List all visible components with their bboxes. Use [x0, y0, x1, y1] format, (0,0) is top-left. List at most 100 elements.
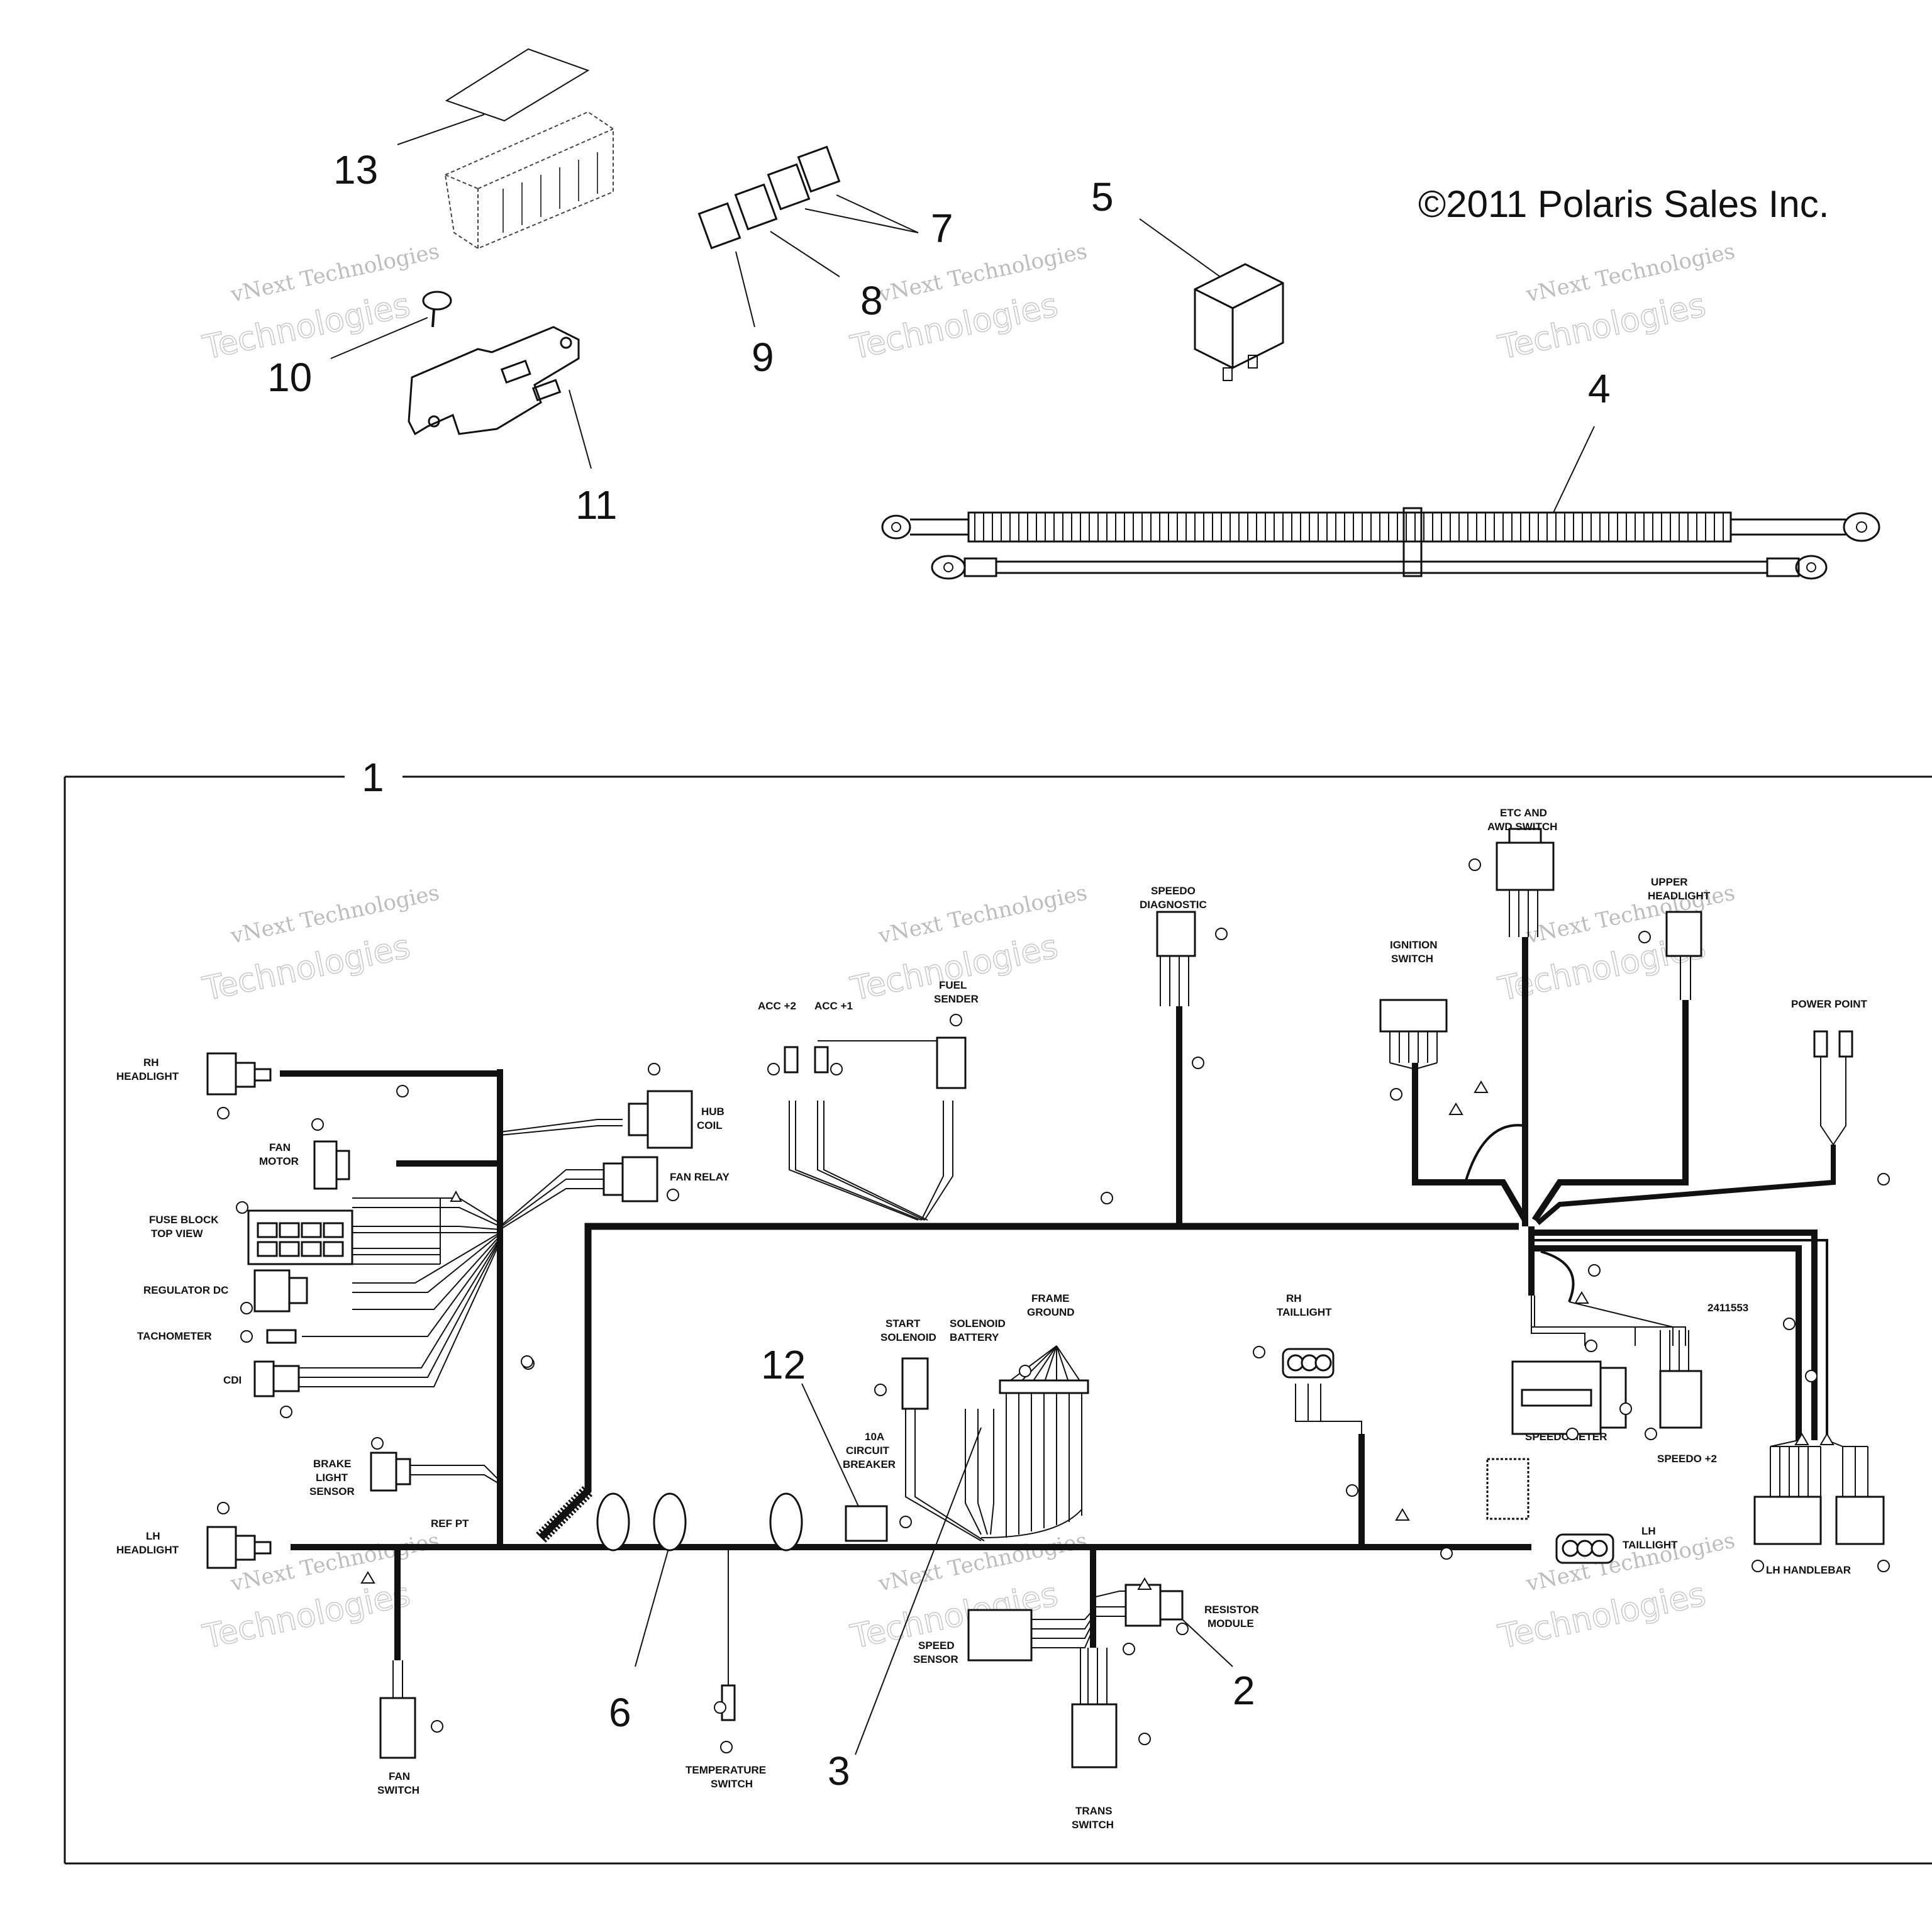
label-temp-switch-2: SWITCH: [711, 1778, 753, 1790]
watermark-text: vNext Technologies: [876, 880, 1090, 949]
part-11-bracket: [408, 326, 592, 469]
hub-coil-connector: [647, 1090, 693, 1149]
label-resistor-1: RESISTOR: [1204, 1604, 1259, 1616]
label-lh-taillight-2: TAILLIGHT: [1623, 1539, 1678, 1551]
etc-awd-switch-connector: [1496, 841, 1555, 891]
label-etc-2: AWD SWITCH: [1487, 821, 1557, 833]
fuel-sender-connector: [936, 1036, 967, 1089]
label-frame-ground-1: FRAME: [1031, 1292, 1069, 1304]
connectors: [206, 828, 1885, 1768]
label-acc-2: ACC +2: [758, 1000, 796, 1012]
label-speedo-diag-2: DIAGNOSTIC: [1140, 899, 1207, 911]
speedo-diagnostic-connector: [1156, 911, 1196, 957]
label-frame-ground-2: GROUND: [1027, 1306, 1075, 1318]
regulator-connector: [253, 1269, 291, 1313]
power-point-connector-2: [1838, 1030, 1853, 1058]
watermark-text: vNext Technologies: [1524, 1528, 1738, 1597]
label-breaker-2: CIRCUIT: [846, 1445, 890, 1457]
power-point-connector-1: [1813, 1030, 1828, 1058]
label-temp-switch-1: TEMPERATURE: [686, 1764, 766, 1776]
label-upper-headlight-1: UPPER: [1651, 876, 1688, 888]
loom-clip: [596, 1492, 630, 1552]
callout-10: 10: [267, 355, 312, 400]
circuit-breaker: [845, 1505, 888, 1542]
label-lh-headlight-2: HEADLIGHT: [116, 1544, 179, 1556]
label-upper-headlight-2: HEADLIGHT: [1648, 890, 1711, 902]
label-speedo-plus2: SPEEDO +2: [1657, 1453, 1717, 1465]
label-start-solenoid-2: SOLENOID: [880, 1331, 936, 1343]
label-solenoid-battery-1: SOLENOID: [950, 1318, 1006, 1330]
label-fan-motor-1: FAN: [269, 1141, 291, 1153]
watermark-text: vNext Technologies: [228, 1528, 442, 1597]
reference-bubbles: [217, 858, 1890, 1753]
loom-clip: [769, 1492, 803, 1552]
callout-9: 9: [752, 335, 774, 380]
label-resistor-2: MODULE: [1208, 1618, 1254, 1629]
watermarks: vNext Technologies Technologies vNext Te…: [199, 238, 1738, 1657]
lh-handlebar-connector-1: [1753, 1496, 1822, 1545]
label-tachometer: TACHOMETER: [137, 1330, 212, 1342]
callout-2: 2: [1233, 1668, 1255, 1713]
rh-headlight-connector: [206, 1052, 237, 1096]
callout-12: 12: [761, 1342, 806, 1387]
upper-headlight-connector: [1665, 911, 1702, 957]
label-solenoid-battery-2: BATTERY: [950, 1331, 999, 1343]
tachometer-connector: [266, 1329, 297, 1344]
fan-switch-connector: [379, 1697, 416, 1759]
label-trans-switch-1: TRANS: [1075, 1805, 1113, 1817]
thin-wires: [296, 890, 1868, 1704]
label-fan-switch-2: SWITCH: [377, 1784, 419, 1796]
label-etc-1: ETC AND: [1500, 807, 1547, 819]
lh-handlebar-connector-2: [1835, 1496, 1885, 1545]
label-cdi: CDI: [223, 1374, 242, 1386]
trans-switch-connector: [1071, 1703, 1118, 1768]
label-brake-light-1: BRAKE: [313, 1458, 351, 1470]
label-power-point: POWER POINT: [1791, 998, 1868, 1010]
label-speedometer: SPEEDOMETER: [1525, 1431, 1607, 1443]
loom-clip: [653, 1492, 687, 1552]
label-fuse-block-1: FUSE BLOCK: [149, 1214, 219, 1226]
callout-13: 13: [333, 147, 378, 192]
label-fuse-block-2: TOP VIEW: [151, 1228, 203, 1240]
caution-triangles: [360, 1080, 1835, 1590]
label-speedo-diag-1: SPEEDO: [1151, 885, 1196, 897]
ignition-switch-connector: [1379, 999, 1448, 1033]
label-rh-taillight-2: TAILLIGHT: [1277, 1306, 1332, 1318]
label-start-solenoid-1: START: [886, 1318, 921, 1330]
part-4-battery-cables: [881, 426, 1880, 580]
callout-7: 7: [931, 206, 953, 251]
label-fan-motor-2: MOTOR: [259, 1155, 299, 1167]
label-hub-coil-1: HUB: [701, 1106, 724, 1118]
label-breaker-1: 10A: [865, 1431, 884, 1443]
label-rh-taillight-1: RH: [1286, 1292, 1302, 1304]
watermark-text: vNext Technologies: [228, 238, 442, 308]
wire-chart-view: [1486, 1458, 1530, 1520]
label-fuel-sender-1: FUEL: [939, 979, 967, 991]
watermark-text: vNext Technologies: [228, 880, 442, 949]
label-lh-handlebar: LH HANDLEBAR: [1766, 1564, 1851, 1576]
brake-light-sensor: [370, 1452, 397, 1492]
part-5-relay: [1139, 218, 1284, 381]
speedo-plus2-connector: [1659, 1370, 1702, 1429]
label-lh-headlight-1: LH: [146, 1530, 160, 1542]
harness-part-number: 2411553: [1707, 1302, 1748, 1314]
label-acc-1: ACC +1: [814, 1000, 853, 1012]
label-ignition-1: IGNITION: [1390, 939, 1438, 951]
callout-3: 3: [828, 1748, 850, 1794]
label-speed-sensor-2: SENSOR: [913, 1653, 958, 1665]
lh-headlight-connector: [206, 1526, 237, 1569]
harness-frame: [64, 775, 1932, 1865]
acc-2-connector: [784, 1046, 799, 1074]
acc-1-connector: [814, 1046, 829, 1074]
fan-relay-connector: [621, 1156, 658, 1202]
label-lh-taillight-1: LH: [1641, 1525, 1656, 1537]
label-brake-light-3: SENSOR: [309, 1485, 355, 1497]
label-speed-sensor-1: SPEED: [918, 1640, 955, 1652]
part-13-fuse-box: [397, 48, 614, 250]
fan-motor-connector: [313, 1140, 338, 1190]
callout-5: 5: [1091, 174, 1114, 219]
harness-labels: RH HEADLIGHT FAN MOTOR FUSE BLOCK TOP VI…: [116, 807, 1868, 1831]
label-rh-headlight-2: HEADLIGHT: [116, 1070, 179, 1082]
